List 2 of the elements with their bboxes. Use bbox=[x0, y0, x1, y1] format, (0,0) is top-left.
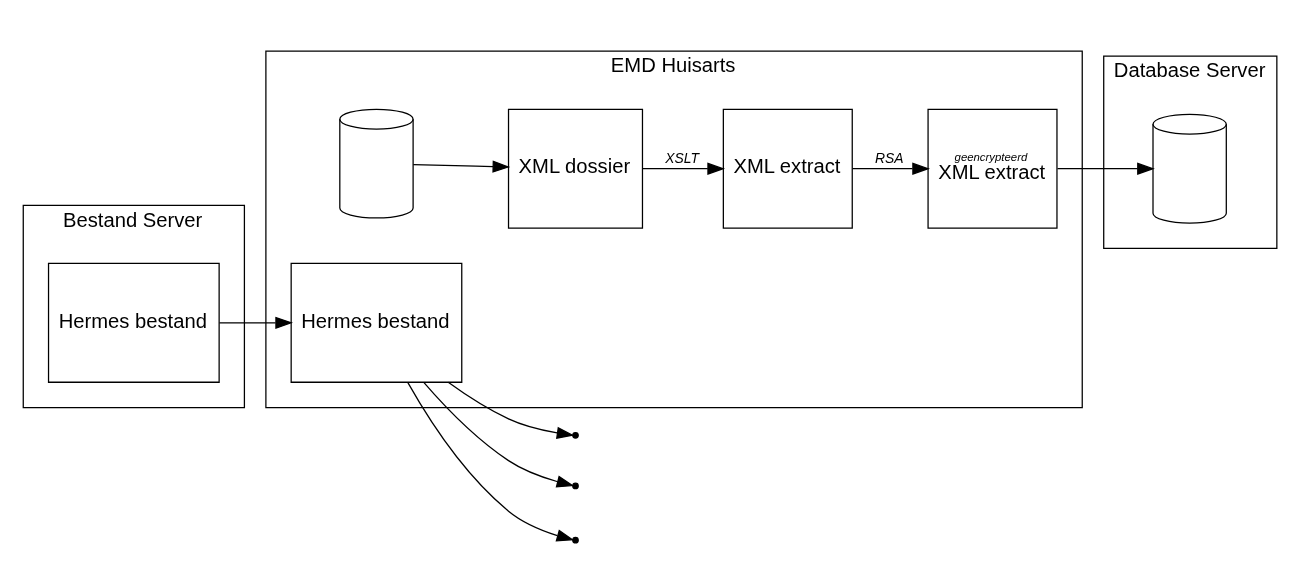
edge-label: XSLT bbox=[665, 149, 699, 166]
edge-label: RSA bbox=[874, 149, 904, 166]
